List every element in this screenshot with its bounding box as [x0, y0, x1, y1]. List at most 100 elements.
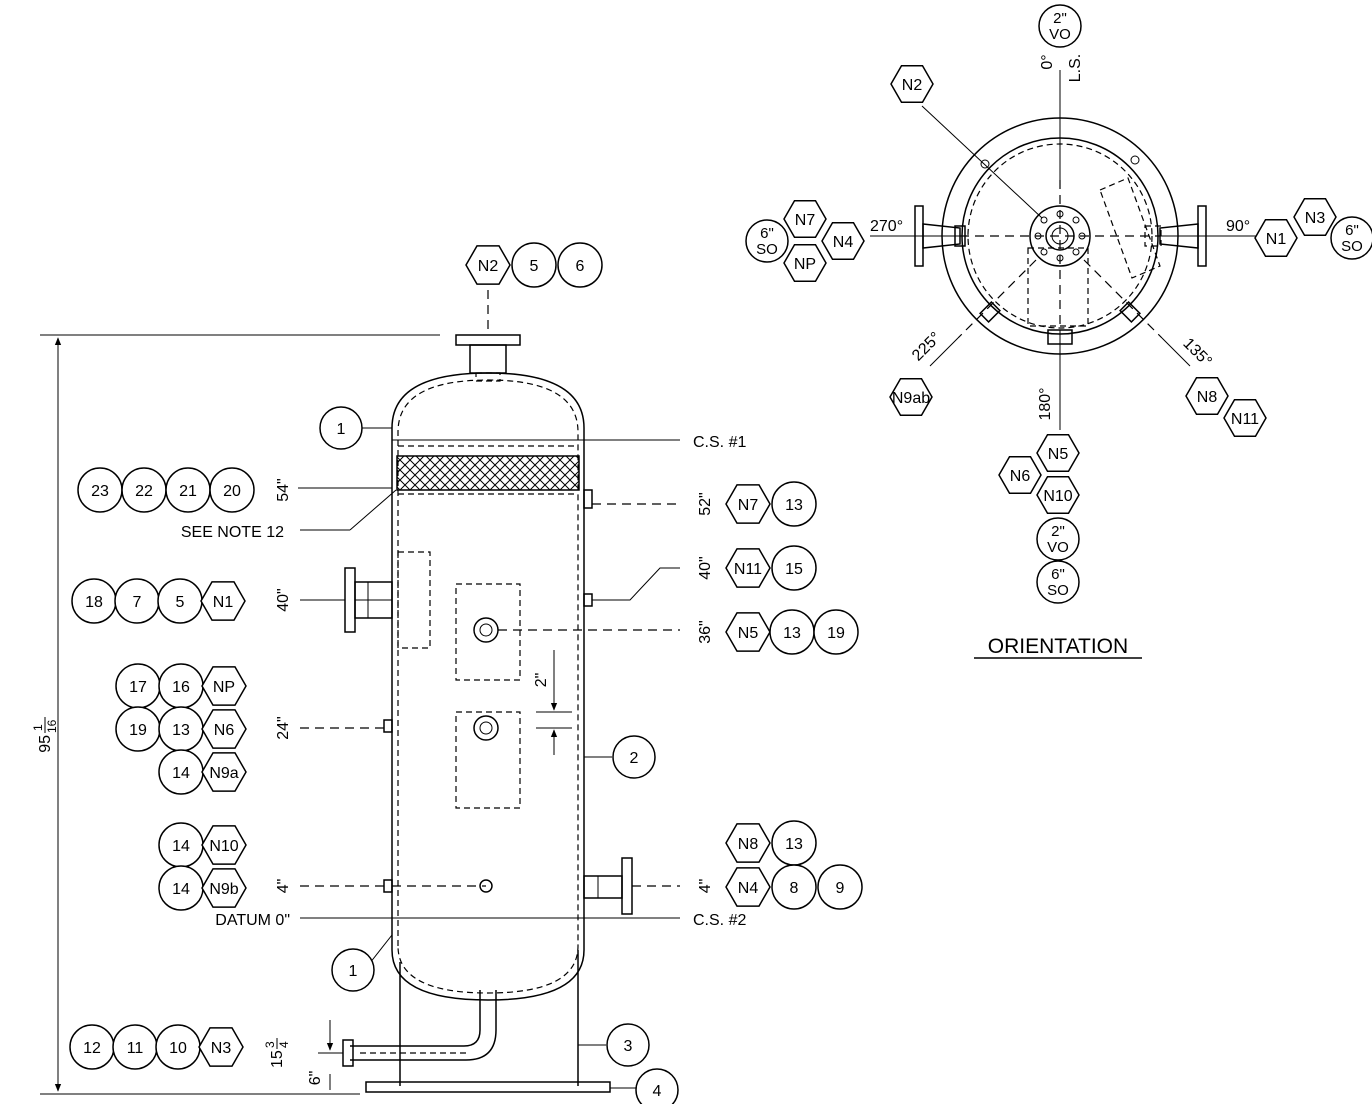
datum-label: DATUM 0" [215, 912, 290, 929]
callout-n11-1: 15 [771, 545, 817, 591]
orient-np-label: NP [794, 256, 816, 273]
orient-n10-label: N10 [1043, 488, 1072, 505]
callout-n3-0: 12 [69, 1024, 115, 1070]
orient-bottom-so: 6"SO [1036, 560, 1080, 604]
orient-top-vo-type: VO [1049, 26, 1071, 43]
bottom-outlet-n3-pipe [342, 990, 497, 1067]
callout-mesh-0-label: 23 [91, 483, 109, 500]
callout-mesh-1-label: 22 [135, 483, 153, 500]
base-dim-label: 6" [307, 1071, 324, 1086]
callout-n4-0: N4 [725, 867, 771, 907]
orient-n2: N2 [890, 65, 934, 103]
callout-n3-2-label: 10 [169, 1040, 187, 1057]
callout-n10-1-label: N10 [209, 838, 238, 855]
callout-n6-2-label: N6 [214, 722, 235, 739]
inlet-nozzle-n1 [344, 551, 431, 649]
orient-n11: N11 [1223, 399, 1267, 437]
orient-bottom-so-type: SO [1047, 582, 1069, 599]
callout-np-1: 16 [158, 663, 204, 709]
orient-n2-label: N2 [902, 77, 923, 94]
angle-225: 225° [909, 329, 944, 364]
callout-n10-0: 14 [158, 822, 204, 868]
callout-n9b-1-label: N9b [209, 881, 238, 898]
callout-top-1: 5 [511, 242, 557, 288]
callout-n1-3: N1 [200, 581, 246, 621]
see-note-label: SEE NOTE 12 [181, 524, 284, 541]
callout-mesh-3-label: 20 [223, 483, 241, 500]
callout-n5-2-label: 19 [827, 625, 845, 642]
callout-top-0-label: N2 [478, 258, 499, 275]
callout-n5-1: 13 [769, 609, 815, 655]
overall-height-dimension: 95 1 16 [31, 334, 440, 1095]
orient-n9ab-label: N9ab [892, 390, 930, 407]
callout-n7-0-label: N7 [738, 497, 759, 514]
callout-n8-1-label: 13 [785, 836, 803, 853]
orient-n6-label: N6 [1010, 468, 1031, 485]
callout-n5-0-label: N5 [738, 625, 759, 642]
callout-n8-1: 13 [771, 820, 817, 866]
orient-n1-label: N1 [1266, 231, 1287, 248]
orient-n7-label: N7 [795, 212, 816, 229]
callout-mesh-1: 22 [121, 467, 167, 513]
orient-left-so-size: 6" [760, 225, 774, 242]
callout-n11-0-label: N11 [734, 561, 762, 578]
callout-n1-1: 7 [114, 578, 160, 624]
callout-n9a-0-label: 14 [172, 765, 190, 782]
callout-n9b-1: N9b [201, 868, 247, 908]
ls-label: L.S. [1067, 54, 1084, 82]
dim-4-right: 4" [697, 879, 714, 894]
coupling-n11 [583, 593, 593, 607]
angle-90: 90° [1226, 218, 1250, 235]
callout-n7-0: N7 [725, 484, 771, 524]
orient-n11-label: N11 [1231, 411, 1259, 428]
overall-height-num: 1 [31, 724, 45, 731]
callout-n1-2-label: 5 [176, 594, 185, 611]
callout-n3-0-label: 12 [83, 1040, 101, 1057]
callout-n4-2: 9 [817, 864, 863, 910]
callout-n1-0-label: 18 [85, 594, 103, 611]
skirt-support [365, 950, 611, 1093]
callout-n1-0: 18 [71, 578, 117, 624]
callout-top-0: N2 [465, 245, 511, 285]
n3-height-dimension: 15 3 4 6" [263, 1020, 343, 1090]
vessel-shell [391, 372, 585, 1001]
orient-n3-label: N3 [1305, 210, 1326, 227]
orient-n5-label: N5 [1048, 446, 1069, 463]
item-head-top-label: 1 [337, 421, 346, 438]
callout-np-1-label: 16 [172, 679, 190, 696]
orient-right-so: 6"SO [1330, 216, 1372, 260]
orient-n4-label: N4 [833, 234, 854, 251]
item-head-top: 1 [319, 406, 363, 450]
callout-np-2: NP [201, 666, 247, 706]
callout-n10-0-label: 14 [172, 838, 190, 855]
overall-height-whole: 95 [37, 735, 54, 753]
gap-dim-label: 2" [533, 673, 550, 688]
callout-mesh-3: 20 [209, 467, 255, 513]
orient-bottom-vo: 2"VO [1036, 517, 1080, 561]
n3-height-den: 4 [277, 1041, 291, 1048]
item-base-ring: 4 [635, 1068, 679, 1104]
orientation-title: ORIENTATION [988, 635, 1128, 658]
callout-n5-2: 19 [813, 609, 859, 655]
callout-n6-1: 13 [158, 706, 204, 752]
callout-n11-1-label: 15 [785, 561, 803, 578]
callout-n7-1-label: 13 [785, 497, 803, 514]
orient-n10: N10 [1036, 476, 1080, 514]
callout-n8-0-label: N8 [738, 836, 759, 853]
orient-np: NP [783, 244, 827, 282]
callout-n10-1: N10 [201, 825, 247, 865]
coupling-n10 [479, 879, 493, 893]
dim-40-left: 40" [275, 588, 292, 611]
orient-n5: N5 [1036, 434, 1080, 472]
callout-n3-1: 11 [112, 1024, 158, 1070]
coupling-n7 [583, 489, 593, 509]
callout-n6-2: N6 [201, 709, 247, 749]
orient-bottom-so-size: 6" [1051, 566, 1065, 583]
callout-n6-1-label: 13 [172, 722, 190, 739]
callout-n3-3: N3 [198, 1027, 244, 1067]
callout-n1-2: 5 [157, 578, 203, 624]
angle-0: 0° [1039, 54, 1056, 69]
dim-40-right: 40" [697, 556, 714, 579]
angle-180: 180° [1037, 387, 1054, 420]
callout-n4-1-label: 8 [790, 880, 799, 897]
